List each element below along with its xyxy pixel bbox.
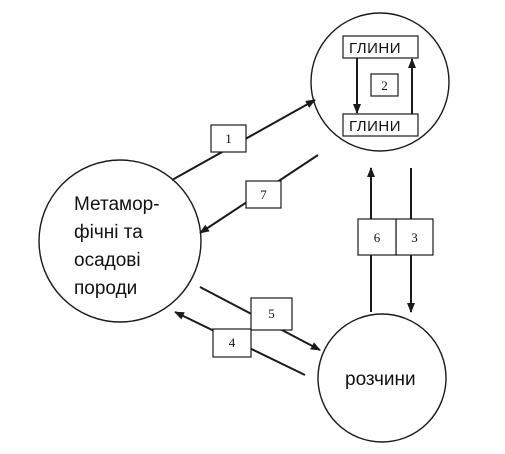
clays-top-label: ГЛИНИ bbox=[349, 40, 401, 57]
edge-1: 1 bbox=[171, 99, 316, 181]
edge-2-label-box bbox=[370, 73, 399, 97]
rocks-label-line-4: породи bbox=[74, 278, 137, 299]
edge-5-label-box bbox=[250, 297, 293, 331]
edge-3-label-box bbox=[395, 218, 434, 256]
node-rocks: Метамор- фічні та осадові породи bbox=[38, 159, 202, 323]
edge-1-label: 1 bbox=[225, 131, 232, 146]
clays-top-box bbox=[342, 35, 419, 59]
edge-3: 3 bbox=[395, 168, 434, 313]
edge-5: 5 bbox=[199, 286, 321, 351]
solutions-label: розчини bbox=[345, 369, 416, 390]
rocks-label-line-2: фічні та bbox=[74, 222, 143, 243]
edge-4: 4 bbox=[174, 311, 306, 376]
edge-7-label-box bbox=[245, 180, 282, 209]
edge-6: 6 bbox=[357, 167, 397, 312]
edge-4-label: 4 bbox=[229, 335, 236, 350]
edge-7: 7 bbox=[199, 154, 319, 234]
edge-4-label-box bbox=[212, 328, 252, 358]
clays-bottom-box bbox=[342, 113, 419, 137]
clays-bottom-label: ГЛИНИ bbox=[349, 118, 401, 135]
rocks-label-line-3: осадові bbox=[74, 250, 141, 271]
edge-7-label: 7 bbox=[260, 187, 267, 202]
edge-1-label-box bbox=[210, 124, 247, 153]
edge-6-label-box bbox=[357, 218, 397, 256]
edge-3-label: 3 bbox=[411, 230, 418, 245]
node-solutions: розчини bbox=[317, 313, 447, 443]
edge-6-label: 6 bbox=[374, 230, 381, 245]
edge-5-label: 5 bbox=[268, 306, 275, 321]
edge-2: 2 bbox=[353, 58, 416, 114]
rocks-label-line-1: Метамор- bbox=[74, 194, 160, 215]
edge-2-label: 2 bbox=[381, 78, 388, 93]
